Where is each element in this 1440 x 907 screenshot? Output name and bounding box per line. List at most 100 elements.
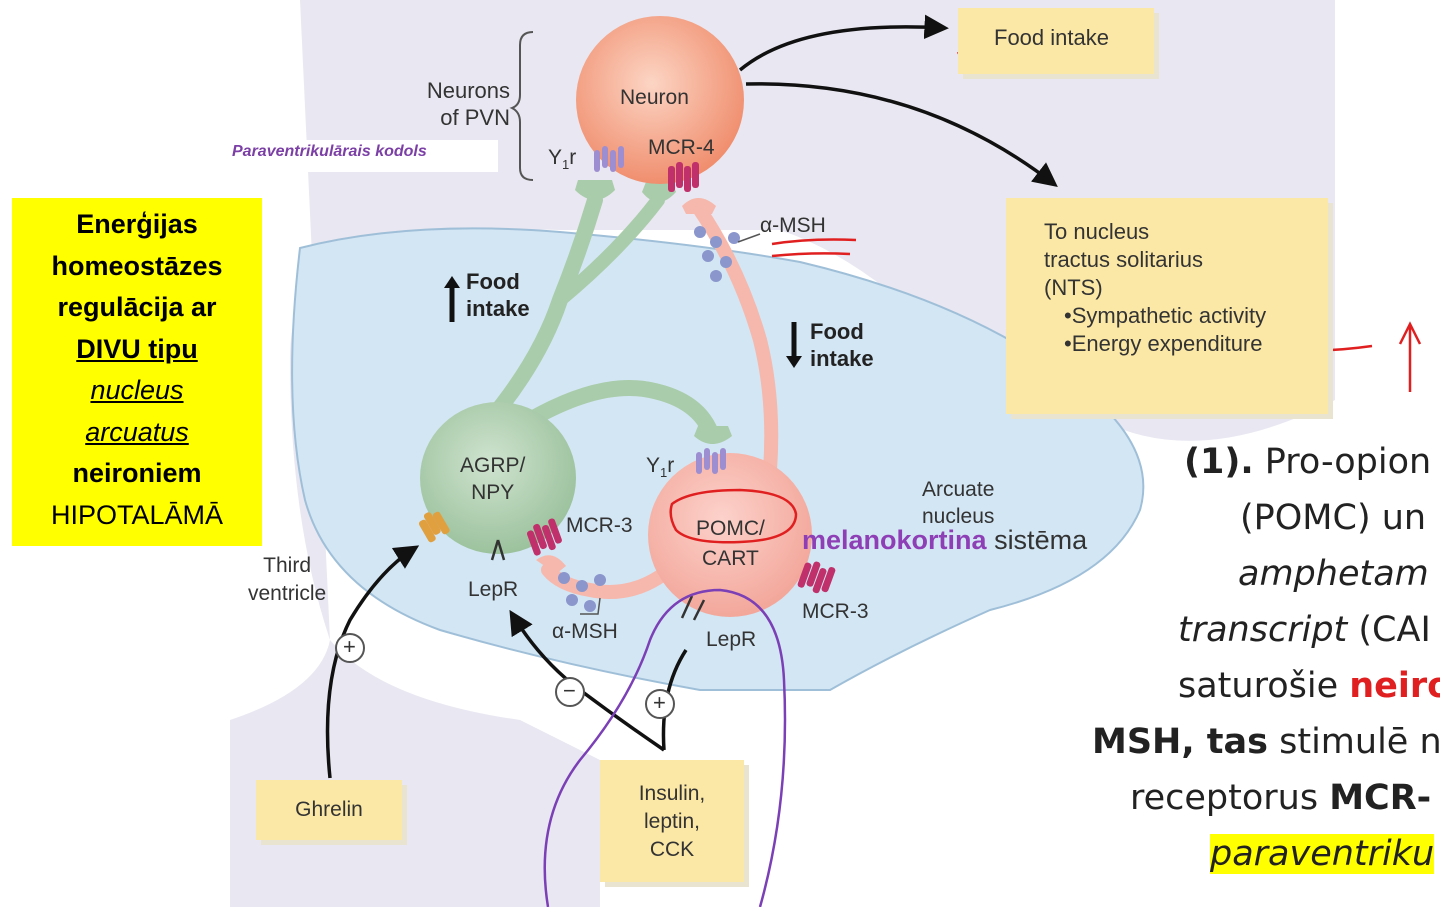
box-line: Enerģijas — [76, 209, 198, 239]
alpha-msh-dots — [558, 572, 606, 612]
y1r-top-label: Y1r — [548, 146, 577, 173]
pvn-label-line: Neurons — [426, 78, 510, 103]
food-intake-up-label: Food intake — [466, 268, 530, 322]
plus-sign: + — [343, 634, 356, 659]
slide-text-line: saturošie neiro — [1178, 666, 1440, 706]
box-line: HIPOTALĀMĀ — [50, 499, 224, 530]
melanokortina-word: melanokortina — [802, 525, 987, 555]
mcr3-left-label: MCR-3 — [566, 514, 633, 537]
food-up-line: Food — [466, 269, 520, 294]
pvn-neuron — [576, 16, 744, 184]
slide-text-line: (1). Pro-opion — [1184, 442, 1432, 482]
food-intake-down-arrow — [786, 356, 802, 368]
alpha-msh-bottom-label: α-MSH — [552, 620, 618, 643]
slide-text-line: receptorus MCR- — [1130, 778, 1432, 818]
axon-terminal — [642, 182, 676, 202]
insulin-leptin-cck-note: Insulin, leptin, CCK — [600, 760, 744, 882]
paraventricular-latvian-label: Paraventrikulārais kodols — [232, 140, 498, 172]
food-intake-note: Food intake — [958, 8, 1154, 74]
ghrelin-receptor-icon — [418, 511, 450, 543]
insulin-line: Insulin, — [638, 782, 706, 805]
plus-circle-icon — [645, 689, 675, 719]
lepr-receptor-icon — [680, 595, 706, 621]
slide-text-line: amphetam — [1238, 554, 1429, 594]
slide-text-line: paraventriku — [1210, 834, 1435, 874]
pomc-line: CART — [702, 547, 759, 570]
agrp-line: AGRP/ — [460, 454, 526, 477]
arrow-to-food-intake — [738, 14, 949, 72]
mcr4-label: MCR-4 — [648, 136, 715, 159]
arcuate-line: Arcuate — [922, 478, 995, 501]
neuron-label: Neuron — [620, 86, 689, 109]
agrp-npy-label: AGRP/ NPY — [460, 452, 525, 506]
axon-terminal — [536, 555, 566, 574]
box-line: neironiem — [72, 458, 202, 488]
nts-line: (NTS) — [1044, 275, 1103, 300]
third-line: ventricle — [248, 582, 327, 605]
axon-terminal — [575, 180, 615, 200]
food-intake-down-label: Food intake — [810, 318, 874, 372]
mcr4-receptor-icon — [668, 162, 699, 192]
food-down-line: intake — [810, 346, 874, 371]
box-line: regulācija ar — [57, 292, 217, 322]
box-line: DIVU tipu — [76, 333, 198, 364]
third-ventricle-label: Third ventricle — [248, 552, 326, 608]
box-line: homeostāzes — [51, 250, 223, 281]
alpha-msh-pointer — [580, 597, 601, 615]
pomc-cart-label: POMC/ CART — [696, 514, 765, 574]
plus-circle-icon — [335, 633, 365, 663]
food-intake-up-arrow — [444, 276, 460, 288]
food-up-line: intake — [466, 296, 530, 321]
alpha-msh-top-label: α-MSH — [760, 214, 826, 237]
lepr-right-label: LepR — [706, 628, 757, 651]
box-line: arcuatus — [85, 416, 189, 447]
agrp-axon-to-pomc — [522, 380, 720, 444]
axon-terminal — [682, 198, 716, 214]
red-underline-annotation — [771, 238, 857, 258]
nts-line: To nucleus — [1044, 219, 1150, 244]
minus-circle-icon — [555, 677, 585, 707]
slide-text-panel: (1). Pro-opion (POMC) un amphetam transc… — [1088, 438, 1440, 907]
nts-line: tractus solitarius — [1044, 247, 1203, 272]
y1r-receptor-icon — [696, 448, 726, 474]
sistema-word: sistēma — [994, 525, 1088, 555]
alpha-msh-dots — [694, 226, 740, 282]
slide-text-line: MSH, tas stimulē n — [1092, 722, 1440, 762]
nts-line: •Energy expenditure — [1064, 331, 1263, 356]
nts-line: •Sympathetic activity — [1064, 303, 1267, 328]
pomc-axon-to-pvn — [693, 203, 779, 477]
insulin-line: leptin, — [643, 810, 701, 833]
food-down-line: Food — [810, 319, 864, 344]
pvn-label-line: of PVN — [440, 105, 510, 130]
axon-terminal — [694, 426, 732, 444]
red-up-arrow-annotation — [1398, 321, 1422, 392]
ghrelin-arrow — [325, 545, 420, 779]
nts-note: To nucleus tractus solitarius (NTS) •Sym… — [1006, 198, 1328, 414]
agrp-npy-neuron — [420, 402, 576, 554]
mcr3-right-label: MCR-3 — [802, 600, 869, 623]
slide-text-line: (POMC) un — [1240, 498, 1427, 538]
y1r-receptor-icon — [594, 146, 624, 172]
box-line: nucleus — [90, 375, 184, 405]
mcr3-receptor-icon — [797, 561, 836, 594]
agrp-axon-branch — [553, 193, 665, 307]
pomc-line: POMC/ — [696, 517, 765, 540]
arcuate-line: nucleus — [922, 505, 995, 528]
energy-homeostasis-box: Enerģijas homeostāzes regulācija ar DIVU… — [12, 198, 262, 546]
agrp-line: NPY — [471, 481, 515, 504]
plus-sign: + — [653, 690, 666, 715]
third-line: Third — [263, 554, 312, 577]
alpha-msh-pointer — [737, 233, 761, 243]
mcr3-receptor-icon — [526, 518, 562, 556]
melanokortina-label: melanokortina sistēma — [802, 525, 1087, 556]
ghrelin-note: Ghrelin — [256, 780, 402, 840]
arrow-to-nts — [745, 82, 1058, 188]
red-circle-annotation — [669, 488, 798, 544]
lepr-receptor-icon — [490, 539, 506, 561]
slide-text-line: transcript (CAI — [1178, 610, 1431, 650]
insulin-line: CCK — [649, 838, 695, 861]
minus-sign: − — [563, 678, 576, 703]
lepr-left-label: LepR — [468, 578, 519, 601]
pvn-label: Neurons of PVN — [410, 77, 510, 131]
